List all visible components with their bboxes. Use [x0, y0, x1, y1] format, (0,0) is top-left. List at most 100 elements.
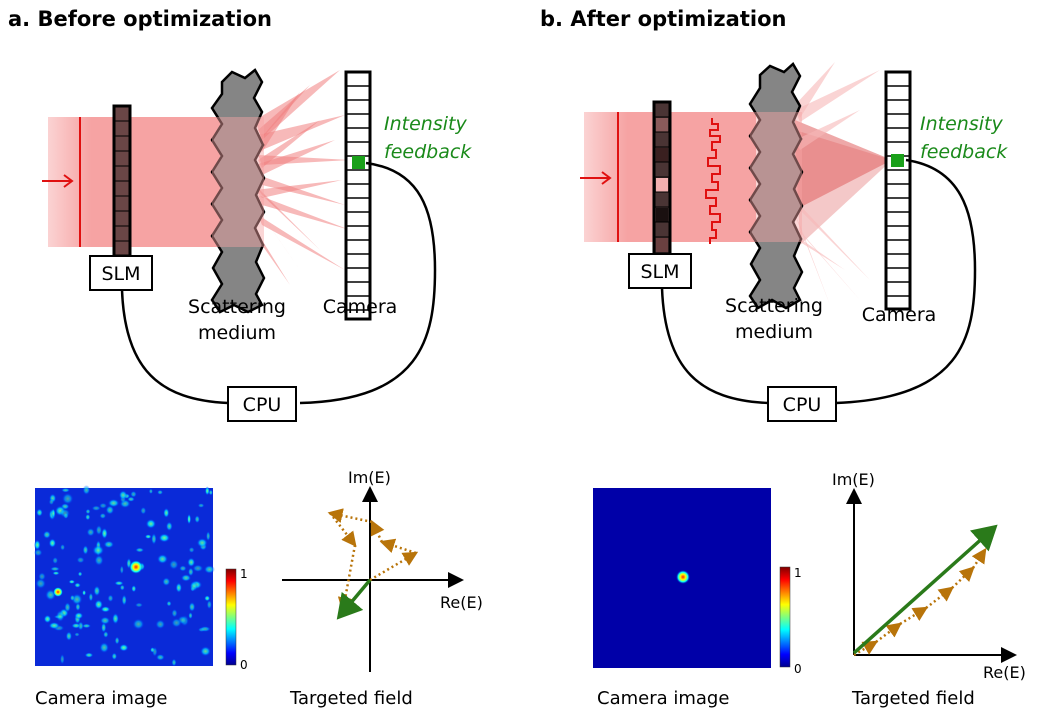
panel-b-feedback-wire-slm — [660, 287, 769, 405]
panel-b-slm — [652, 100, 672, 256]
speckle-grain — [156, 654, 165, 661]
speckle-grain — [42, 530, 51, 539]
panel-b-feedback-label-2: feedback — [920, 141, 1008, 163]
speckle-grain — [148, 488, 153, 494]
panel-a-resultant-arrow — [336, 578, 372, 620]
speckle-grain — [111, 652, 118, 660]
speckle-grain — [155, 619, 166, 630]
panel-b-medium-label-1: Scattering — [725, 295, 823, 317]
speckle-grain — [171, 608, 178, 618]
panel-a-slm-label: SLM — [101, 263, 140, 285]
panel-b-field-caption: Targeted field — [851, 688, 975, 709]
speckle-grain — [74, 632, 80, 637]
speckle-grain — [196, 538, 208, 548]
speckle-grain — [112, 612, 119, 625]
speckle-grain — [88, 592, 94, 602]
panel-b-beam-overlay — [750, 112, 802, 242]
speckle-grain — [86, 527, 95, 537]
panel-a-camera — [344, 70, 372, 321]
speckle-grain — [77, 571, 83, 577]
speckle-grain — [76, 556, 85, 564]
speckle-grain — [175, 582, 182, 593]
speckle-grain — [158, 533, 170, 543]
speckle-grain — [187, 567, 194, 577]
panel-b-camera-image — [593, 488, 771, 668]
speckle-grain — [192, 564, 204, 573]
panel-a-cpu-box — [227, 386, 297, 422]
speckle-grain — [107, 594, 114, 603]
speckle-grain — [52, 571, 60, 576]
panel-b-cpu-box — [767, 386, 837, 422]
speckle-grain — [52, 556, 59, 565]
panel-a-colorbar: 1 0 — [225, 567, 248, 672]
speckle-grain — [188, 612, 193, 620]
speckle-grain — [43, 614, 52, 624]
panel-a-medium-label-1: Scattering — [188, 296, 286, 318]
panel-b-input-arrowhead — [601, 171, 612, 185]
speckle-grain — [166, 600, 172, 607]
speckle-grain — [103, 631, 109, 638]
speckle-grain — [74, 582, 81, 588]
speckle-grain — [105, 505, 115, 515]
panel-a-camera-image — [33, 485, 215, 667]
speckle-grain — [169, 559, 179, 570]
speckle-grain — [74, 612, 84, 620]
panel-a-phasor-diagram: Im(E) Re(E) — [282, 468, 483, 672]
speckle-grain — [99, 642, 109, 654]
speckle-grain — [94, 599, 103, 610]
speckle-grain — [101, 527, 108, 540]
speckle-grain — [60, 653, 65, 665]
speckle-grain — [118, 490, 128, 500]
speckle-grain — [95, 524, 103, 536]
speckle-grain — [48, 622, 60, 630]
speckle-grain — [206, 531, 211, 542]
panel-b-shaped-wavefront — [705, 118, 721, 244]
panel-a-image-caption: Camera image — [35, 688, 167, 709]
speckle-grain — [38, 572, 46, 581]
speckle-grain — [103, 540, 115, 549]
speckle-grain — [145, 518, 157, 529]
panel-b-slm-label: SLM — [640, 261, 679, 283]
speckle-grain — [163, 507, 170, 518]
speckle-grain — [194, 515, 200, 524]
panel-b-focus-spot — [676, 570, 690, 584]
speckle-grain — [140, 506, 147, 515]
panel-a-im-label: Im(E) — [348, 468, 391, 487]
speckle-grain — [119, 565, 124, 575]
speckle-grain — [157, 554, 168, 564]
speckle-grain — [71, 622, 81, 629]
panel-b-feedback-label-1: Intensity — [920, 113, 1003, 135]
panel-b-colorbar: 1 0 — [779, 566, 802, 676]
speckle-grain — [82, 589, 87, 596]
panel-a-feedback-label-1: Intensity — [384, 113, 467, 135]
speckle-grain — [35, 578, 46, 589]
speckle-grain — [132, 618, 145, 630]
panel-b-feedback-wire-camera — [835, 158, 977, 405]
speckle-grain — [114, 580, 124, 586]
speckle-grain — [60, 544, 66, 551]
speckle-grain — [48, 498, 55, 506]
speckle-grain — [131, 585, 137, 593]
speckle-grain — [119, 584, 125, 591]
speckle-grain — [51, 508, 56, 519]
speckle-grain — [187, 557, 196, 568]
speckle-grain — [188, 546, 195, 553]
speckle-grain — [107, 498, 120, 508]
panel-a-colorbar-max: 1 — [240, 567, 248, 581]
speckle-grain — [68, 579, 76, 584]
speckle-grain — [36, 508, 43, 517]
speckle-grain — [61, 492, 74, 505]
panel-a-beam-overlay — [212, 117, 264, 247]
panel-b: b. After optimization — [540, 7, 1026, 709]
speckle-grain — [204, 486, 210, 496]
panel-b-cpu-label: CPU — [783, 394, 822, 416]
speckle-grain — [206, 599, 212, 610]
panel-b-image-caption: Camera image — [597, 688, 729, 709]
panel-b-im-label: Im(E) — [832, 470, 875, 489]
speckle-grain — [114, 636, 120, 645]
speckle-grain — [85, 508, 91, 515]
panel-a-cpu-label: CPU — [243, 394, 282, 416]
speckle-grain — [33, 548, 43, 557]
speckle-grain — [65, 631, 73, 641]
